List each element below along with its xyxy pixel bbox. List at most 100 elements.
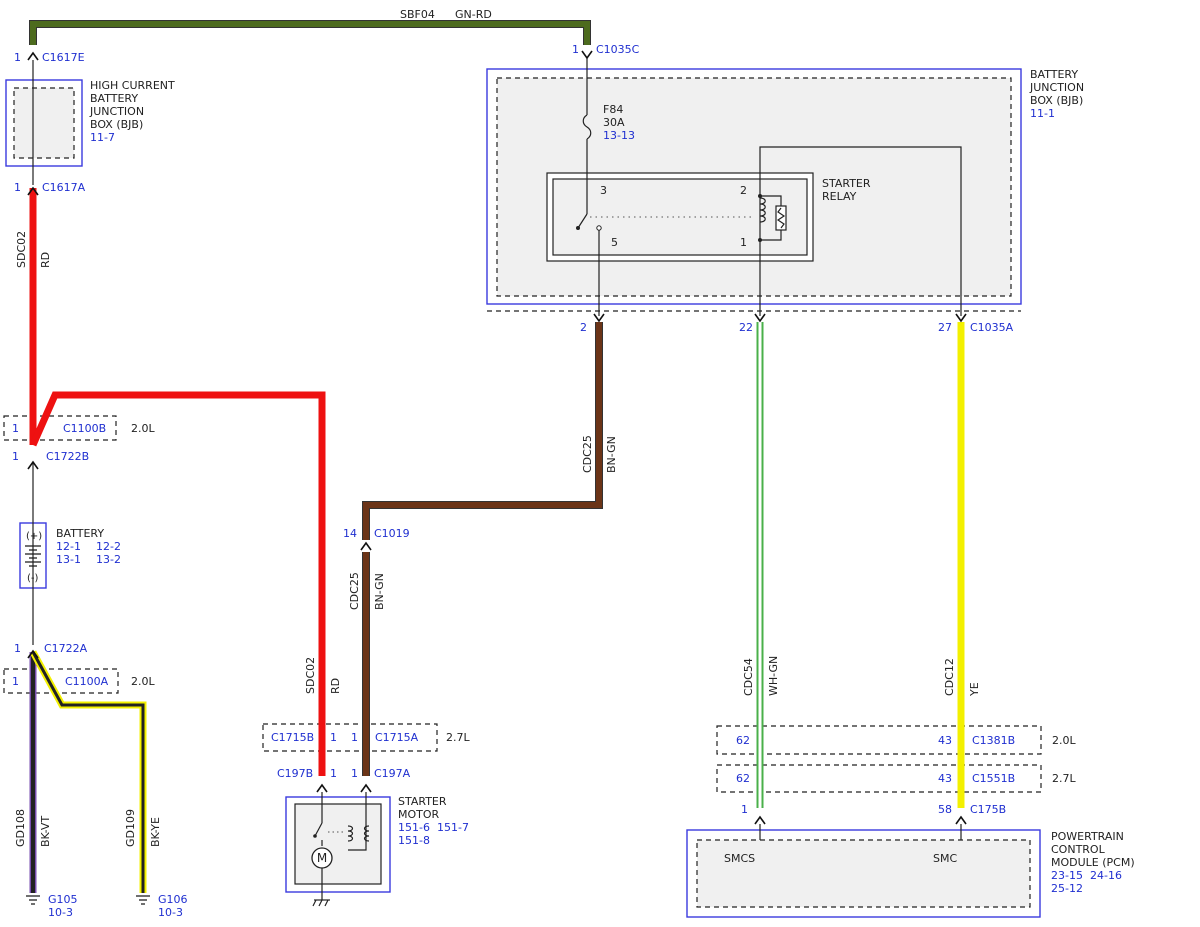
- relay-pin-1: 1: [740, 236, 747, 249]
- battery-plus: (+): [26, 531, 42, 542]
- relay-coil-wires: [759, 146, 962, 316]
- battery-title: BATTERY: [56, 527, 104, 540]
- c1100a-name: C1100A: [65, 675, 109, 688]
- relay-diode-wire-top: [760, 195, 782, 206]
- starter-label-2: MOTOR: [398, 808, 440, 821]
- c1722a-name: C1722A: [44, 642, 88, 655]
- wire-sbf04-border: [29, 20, 591, 45]
- c1100a-frame: [3, 668, 119, 694]
- relay-resistor-zigzag: [776, 207, 786, 229]
- c197b-name: C197B: [277, 767, 313, 780]
- pcm-label-2: CONTROL: [1051, 843, 1106, 856]
- relay-switch-pivot: [576, 226, 580, 230]
- cdc54-circuit-label: CDC54: [742, 658, 755, 696]
- relay-pin-5: 5: [611, 236, 618, 249]
- c1100a-variant: 2.0L: [131, 675, 155, 688]
- battery-ref-3: 13-1: [56, 553, 81, 566]
- sdc02-starter-circuit-label: SDC02: [304, 657, 317, 694]
- relay-node-1: [758, 238, 762, 242]
- hcbjb-label-2: BATTERY: [90, 92, 138, 105]
- arrow-icon: [593, 313, 605, 323]
- hcbjb-label-4: BOX (BJB): [90, 118, 143, 131]
- bjb-label-1: BATTERY: [1030, 68, 1078, 81]
- wire-cdc25-upper: [363, 322, 602, 540]
- arrow-icon: [27, 51, 39, 61]
- relay-pin-2: 2: [740, 184, 747, 197]
- arrow-icon: [754, 815, 766, 825]
- relay-label-2: RELAY: [822, 190, 857, 203]
- c1551b-name: C1551B: [972, 772, 1015, 785]
- bjb-ref: 11-1: [1030, 107, 1055, 120]
- c175b-name: C175B: [970, 803, 1006, 816]
- sbf04-circuit-label: SBF04: [400, 8, 435, 21]
- starter-motor-outline: [285, 796, 391, 893]
- c1035c-pin: 1: [572, 43, 579, 56]
- high-current-bjb-inner: [13, 87, 75, 159]
- pcm-label-1: POWERTRAIN: [1051, 830, 1124, 843]
- pcm-ref-2: 24-16: [1090, 869, 1122, 882]
- arrow-icon: [581, 50, 593, 60]
- c1722b-name: C1722B: [46, 450, 89, 463]
- arrow-icon: [955, 313, 967, 323]
- relay-pin-3: 3: [600, 184, 607, 197]
- relay-node-2: [758, 194, 762, 198]
- cdc25-lower-color-label: BN-GN: [373, 573, 386, 610]
- wire-gd109: [31, 651, 145, 893]
- c1617e-name: C1617E: [42, 51, 85, 64]
- relay-diode-wire-bottom: [760, 230, 782, 241]
- connector-arrows: [27, 50, 967, 825]
- bjb-label-3: BOX (BJB): [1030, 94, 1083, 107]
- wire-sbf04: [30, 21, 590, 45]
- sdc02-top-circuit-label: SDC02: [15, 231, 28, 268]
- c197a-pin: 1: [351, 767, 358, 780]
- high-current-bjb-outline: [5, 79, 83, 167]
- g106-name: G106: [158, 893, 188, 906]
- starter-solenoid-switch: [314, 822, 323, 837]
- pcm-ref-3: 25-12: [1051, 882, 1083, 895]
- c1100b-pin: 1: [12, 422, 19, 435]
- sdc02-starter-color-label: RD: [329, 678, 342, 694]
- cdc12-circuit-label: CDC12: [943, 658, 956, 696]
- hcbjb-label-1: HIGH CURRENT: [90, 79, 175, 92]
- c1715-variant: 2.7L: [446, 731, 470, 744]
- starter-motor-m-glyph: M: [317, 851, 327, 865]
- sdc02-top-color-label: RD: [39, 252, 52, 268]
- fuse-rating: 30A: [603, 116, 625, 129]
- starter-ref-3: 151-8: [398, 834, 430, 847]
- ground-hatch: [324, 899, 329, 907]
- starter-label-1: STARTER: [398, 795, 447, 808]
- pcm-inner: [696, 839, 1031, 908]
- cdc25-lower-circuit-label: CDC25: [348, 572, 361, 610]
- c197a-name: C197A: [374, 767, 411, 780]
- relay-contact-5: [596, 225, 602, 231]
- c1617e-pin: 1: [14, 51, 21, 64]
- c1100b-name: C1100B: [63, 422, 106, 435]
- battery-minus: (-): [27, 573, 39, 584]
- c1551b-pin-43: 43: [938, 772, 952, 785]
- starter-solenoid-coil-2: [363, 825, 370, 842]
- arrow-icon: [360, 783, 372, 793]
- battery-ref-4: 13-2: [96, 553, 121, 566]
- relay-switch-blade: [577, 213, 588, 229]
- c1381b-variant: 2.0L: [1052, 734, 1076, 747]
- fuse-name: F84: [603, 103, 623, 116]
- pcm-label-3: MODULE (PCM): [1051, 856, 1135, 869]
- starter-ref-2: 151-7: [437, 821, 469, 834]
- battery-ref-2: 12-2: [96, 540, 121, 553]
- wire-gd109-tracer: [29, 650, 147, 893]
- c1035a-name: C1035A: [970, 321, 1014, 334]
- g105-ref: 10-3: [48, 906, 73, 919]
- fuse-f84-symbol: [582, 114, 592, 140]
- ground-hatch: [312, 899, 317, 907]
- c1100b-variant: 2.0L: [131, 422, 155, 435]
- relay-coil-symbol: [759, 197, 766, 223]
- c1035a-pin-2: 2: [580, 321, 587, 334]
- starter-switch-pivot: [313, 834, 317, 838]
- c1715a-name: C1715A: [375, 731, 419, 744]
- c1381b-pin-43: 43: [938, 734, 952, 747]
- c1019-name: C1019: [374, 527, 410, 540]
- hcbjb-label-3: JUNCTION: [89, 105, 144, 118]
- wire-sdc02-starter: [29, 391, 326, 776]
- arrow-icon: [27, 649, 39, 659]
